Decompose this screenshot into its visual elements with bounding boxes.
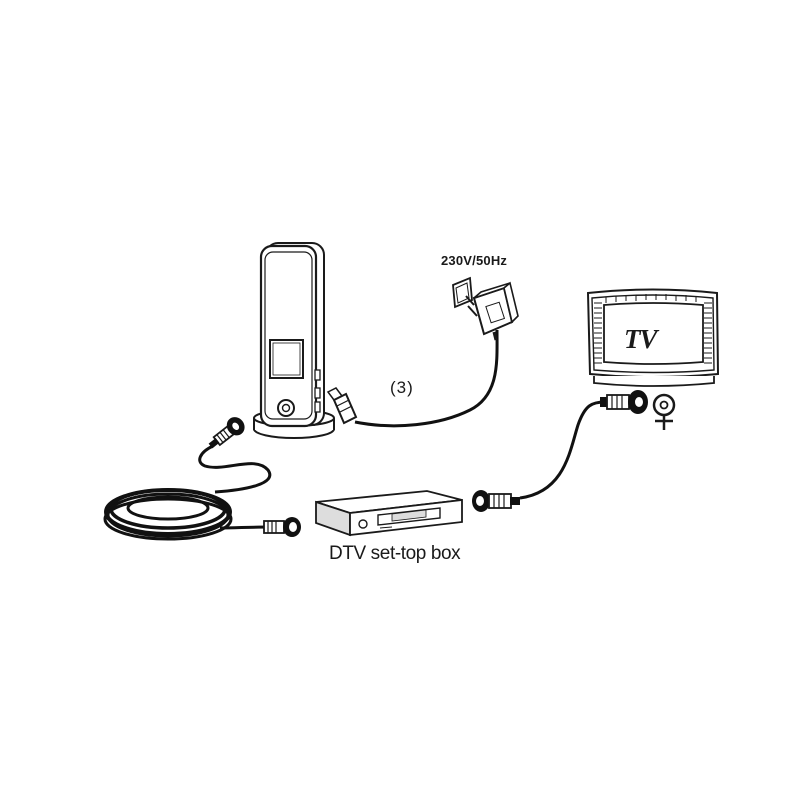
- coax-box-plug-sleeve: [510, 497, 520, 505]
- antenna-display-window: [269, 339, 304, 379]
- step-number-label: (3): [390, 378, 414, 397]
- coax-plug-box-end: [263, 517, 301, 537]
- power-button-icon: [277, 399, 295, 417]
- antenna-dc-port: [314, 401, 321, 413]
- antenna-body-front: [259, 244, 318, 428]
- coax-coil-inner: [126, 495, 210, 521]
- coax-end-plug-body: [263, 520, 285, 534]
- dtv-set-top-box: [315, 490, 463, 537]
- coax-box-plug-hole: [476, 496, 484, 506]
- tv-bottom-lip: [593, 376, 715, 387]
- tv-screen-label: TV: [624, 324, 658, 354]
- coax-plug-ring-1: [216, 434, 224, 443]
- antenna-socket-symbol-icon: [652, 393, 676, 430]
- power-rating-label: 230V/50Hz: [441, 253, 508, 268]
- tv-top-grille: [605, 294, 697, 303]
- coax-coil-loop-3: [106, 492, 230, 538]
- wall-socket-icon: [452, 276, 473, 309]
- coax-cable-tail: [219, 525, 271, 530]
- adapter-prong-1: [465, 295, 475, 306]
- tv-left-grille: [594, 302, 602, 364]
- coax-plug-ring-2: [219, 431, 227, 441]
- dc-cable-line: [354, 329, 499, 428]
- coax-tv-plug-body: [606, 394, 630, 410]
- coax-plug-nut-hole: [232, 422, 240, 430]
- power-adapter: [452, 276, 519, 341]
- adapter-cable-strain: [492, 331, 498, 341]
- stb-power-knob-icon: [358, 519, 368, 529]
- indoor-antenna: [253, 242, 335, 439]
- coax-plug-ring-3: [222, 429, 230, 438]
- coax-tv-cable-line: [519, 400, 606, 500]
- coax-tv-plug-sleeve: [600, 397, 608, 407]
- coax-cable-coil: [103, 444, 272, 541]
- antenna-display-inner: [272, 342, 301, 376]
- stb-display-readout: [391, 509, 427, 522]
- adapter-prong-2: [467, 305, 478, 317]
- dc-power-cable: [326, 329, 499, 428]
- dc-plug-ridge-1: [336, 399, 350, 407]
- coax-cable-to-tv: [472, 390, 648, 512]
- coax-tv-plug-hole: [635, 397, 643, 407]
- television: [586, 288, 720, 387]
- tv-right-grille: [704, 302, 712, 364]
- power-button-ring: [281, 403, 291, 413]
- antenna-body-inner: [264, 251, 313, 420]
- tv-screen: [603, 302, 704, 365]
- coax-plug-antenna: [208, 417, 245, 449]
- coax-box-plug-body: [488, 493, 512, 509]
- antenna-side-port-2: [314, 387, 321, 399]
- dc-plug-icon: [332, 392, 358, 425]
- dc-plug-ridge-2: [339, 405, 353, 413]
- adapter-label-plate: [485, 301, 506, 324]
- adapter-body-side: [503, 281, 519, 324]
- antenna-side-port-1: [314, 369, 321, 381]
- dc-plug-tip: [326, 387, 343, 401]
- socket-symbol-core: [659, 400, 669, 410]
- coax-cable-antenna-lead: [198, 444, 272, 494]
- coax-plug-sleeve: [208, 438, 220, 449]
- coax-end-plug-hole: [289, 522, 297, 532]
- set-top-box-label: DTV set-top box: [329, 543, 461, 564]
- stb-button-row: [379, 526, 393, 529]
- coax-coil-loop-4: [103, 497, 233, 541]
